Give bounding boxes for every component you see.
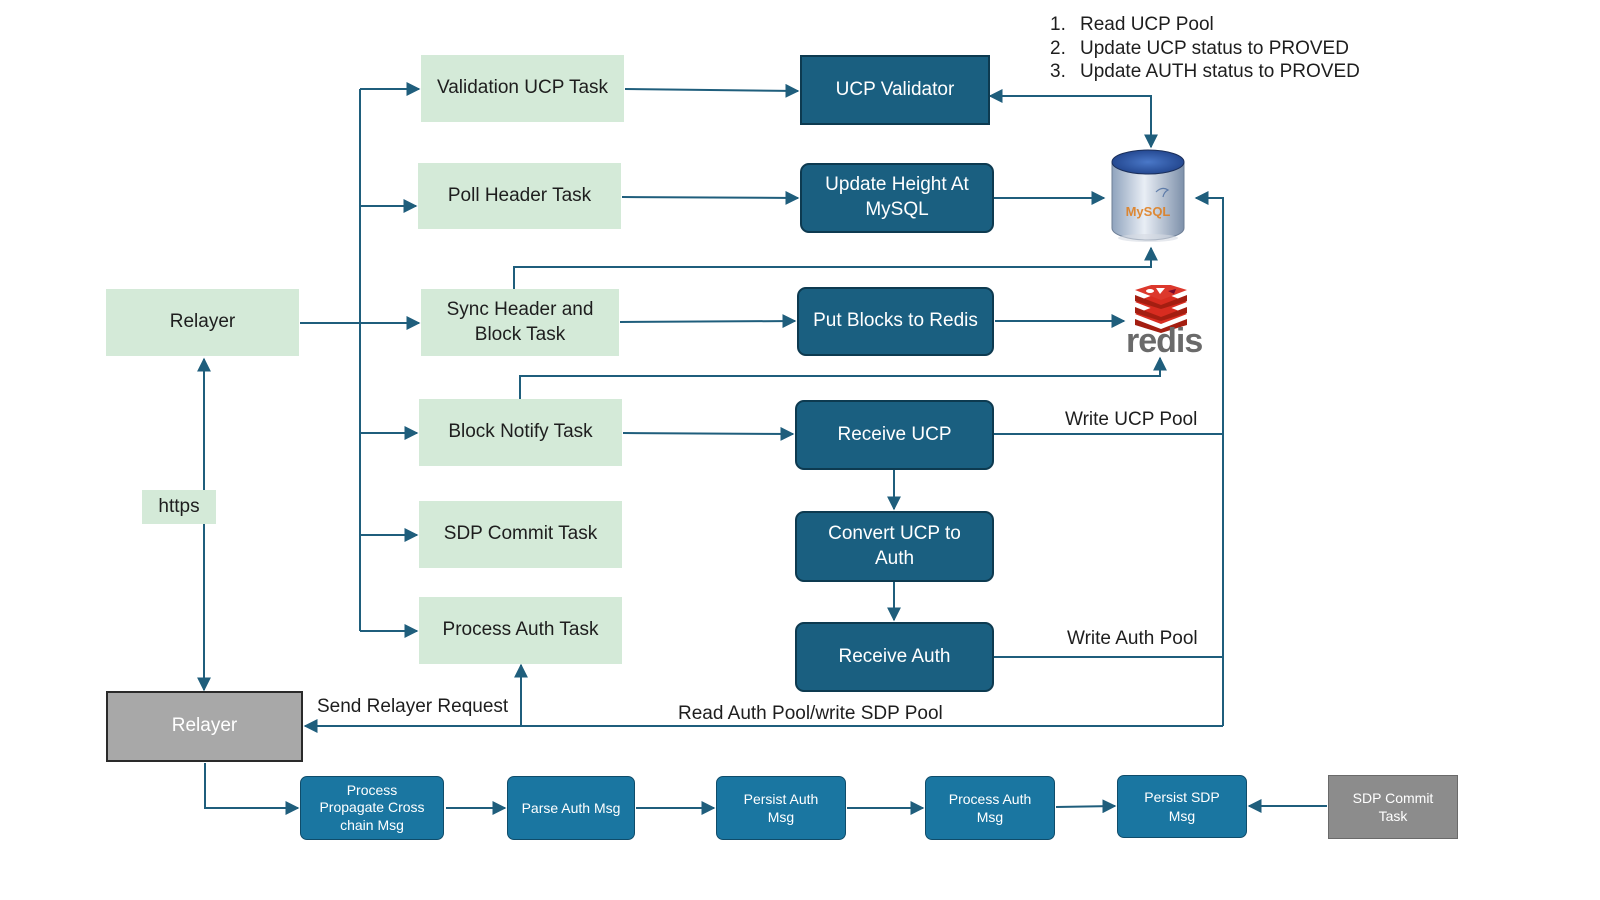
mysql-database-icon: MySQL <box>1111 149 1185 242</box>
persist-sdp-line2: Msg <box>1168 807 1196 824</box>
put-blocks-to-redis: Put Blocks to Redis <box>797 287 994 356</box>
process-propagate-cross-chain-msg: Process Propagate Cross chain Msg <box>300 776 444 840</box>
sdp-commit-task: SDP Commit Task <box>419 501 622 568</box>
right-bus-to-mysql <box>1194 191 1224 726</box>
validator-step-2-text: Update UCP status to PROVED <box>1080 37 1349 59</box>
validation-ucp-task-label: Validation UCP Task <box>436 77 609 99</box>
notify-to-receive-ucp <box>622 426 795 441</box>
sync-to-mysql <box>513 246 1158 289</box>
notify-to-redis <box>519 356 1167 399</box>
send-relayer-request-label: Send Relayer Request <box>317 696 509 717</box>
process-auth-task: Process Auth Task <box>419 597 622 664</box>
relayer-bottom-node: Relayer <box>106 691 303 762</box>
process-auth-msg: Process Auth Msg <box>925 776 1055 840</box>
receive-auth-label: Receive Auth <box>838 645 951 667</box>
mysql-logo-text: MySQL <box>1126 204 1171 219</box>
process-auth-msg-line1: Process Auth <box>948 790 1032 807</box>
https-label: https <box>158 495 200 517</box>
validator-steps-list: 1.Read UCP Pool 2.Update UCP status to P… <box>1050 14 1360 85</box>
relayer-to-pipeline <box>204 763 300 815</box>
put-blocks-label: Put Blocks to Redis <box>813 310 978 332</box>
validator-step-3: 3.Update AUTH status to PROVED <box>1050 61 1360 82</box>
poll-header-task-label: Poll Header Task <box>447 184 592 206</box>
relayer-top-label: Relayer <box>169 311 236 333</box>
sdp-commit-task-label: SDP Commit Task <box>443 523 598 545</box>
mysql-to-validator <box>988 89 1152 147</box>
persist-sdp-line1: Persist SDP <box>1144 789 1220 806</box>
write-ucp-pool-label: Write UCP Pool <box>1065 409 1198 430</box>
receive-ucp: Receive UCP <box>795 400 994 470</box>
validator-step-1-text: Read UCP Pool <box>1080 14 1214 35</box>
persist-auth-msg: Persist Auth Msg <box>716 776 846 840</box>
sdp-commit-grey-line1: SDP Commit <box>1352 789 1434 806</box>
validator-step-2: 2.Update UCP status to PROVED <box>1050 37 1349 59</box>
sync-to-put-blocks <box>619 314 797 329</box>
ucp-validator-label: UCP Validator <box>835 78 955 100</box>
process-auth-msg-line2: Msg <box>976 809 1004 825</box>
sync-header-label-line1: Sync Header and <box>446 298 594 320</box>
validator-step-1: 1.Read UCP Pool <box>1050 14 1214 35</box>
persist-auth-line1: Persist Auth <box>743 790 819 807</box>
poll-to-update-height <box>621 190 800 205</box>
pipe-4-5 <box>1055 799 1117 814</box>
process-propagate-line1: Process <box>346 781 398 798</box>
sync-header-label-line2: Block Task <box>474 323 566 345</box>
parse-auth-msg-label: Parse Auth Msg <box>521 799 621 816</box>
relayer-bottom-label: Relayer <box>171 715 238 737</box>
redis-logo-icon <box>1135 285 1187 333</box>
validation-to-validator <box>624 83 800 98</box>
block-notify-task-label: Block Notify Task <box>448 421 593 443</box>
ucp-validator: UCP Validator <box>800 55 990 125</box>
persist-auth-line2: Msg <box>767 809 795 825</box>
process-propagate-line3: chain Msg <box>340 816 404 833</box>
poll-header-task: Poll Header Task <box>418 163 621 229</box>
validation-ucp-task: Validation UCP Task <box>421 55 624 122</box>
redis-logo-text: redis <box>1126 322 1203 360</box>
process-auth-task-label: Process Auth Task <box>442 619 599 641</box>
persist-sdp-msg: Persist SDP Msg <box>1117 775 1247 838</box>
validator-step-3-text: Update AUTH status to PROVED <box>1080 61 1360 82</box>
sdp-commit-grey-line2: Task <box>1378 808 1408 824</box>
parse-auth-msg: Parse Auth Msg <box>507 776 635 840</box>
block-notify-task: Block Notify Task <box>419 399 622 466</box>
update-height-label-line1: Update Height At <box>825 174 969 196</box>
sdp-commit-task-grey: SDP Commit Task <box>1328 775 1458 839</box>
sync-header-block-task: Sync Header and Block Task <box>421 289 619 356</box>
receive-auth: Receive Auth <box>795 622 994 692</box>
read-auth-pool-label: Read Auth Pool/write SDP Pool <box>678 703 943 724</box>
convert-ucp-label-line2: Auth <box>874 547 915 569</box>
convert-ucp-to-auth: Convert UCP to Auth <box>795 511 994 582</box>
update-height-mysql: Update Height At MySQL <box>800 163 994 233</box>
write-auth-pool-label: Write Auth Pool <box>1067 628 1198 649</box>
https-label-box: https <box>142 490 216 524</box>
relayer-top-node: Relayer <box>106 289 299 356</box>
convert-ucp-label-line1: Convert UCP to <box>828 522 961 544</box>
update-height-label-line2: MySQL <box>865 199 929 220</box>
receive-ucp-label: Receive UCP <box>837 423 952 445</box>
process-propagate-line2: Propagate Cross <box>319 799 425 816</box>
